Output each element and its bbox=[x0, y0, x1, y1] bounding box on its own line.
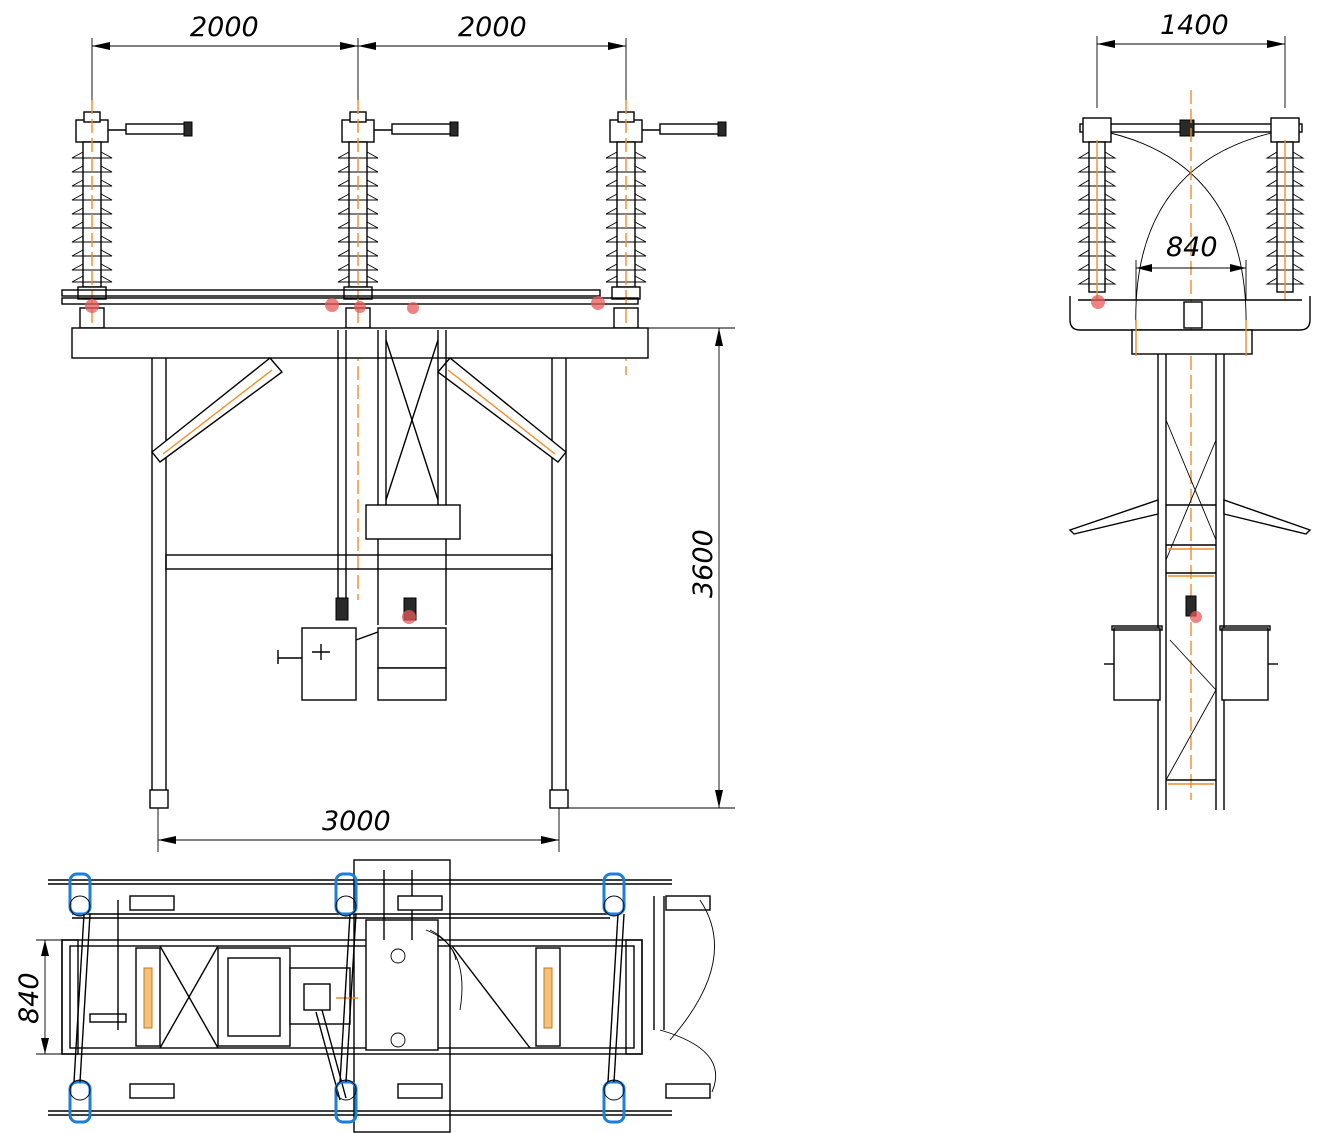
plan-frame bbox=[61, 939, 643, 1055]
side-wing-left bbox=[1068, 499, 1159, 535]
side-view: 1400 bbox=[1068, 10, 1312, 810]
dim-height: 3600 bbox=[688, 529, 719, 598]
dim-span-left: 2000 bbox=[190, 12, 259, 43]
front-frame bbox=[149, 330, 569, 809]
plan-view: 840 bbox=[14, 859, 717, 1133]
side-column bbox=[1157, 354, 1225, 810]
dimension-plan-depth: 840 bbox=[14, 939, 68, 1055]
dim-side-phase: 840 bbox=[1166, 232, 1218, 263]
side-drive-boxes bbox=[1104, 595, 1278, 701]
insulator-front-middle bbox=[337, 100, 459, 600]
side-swing-arc-left bbox=[1096, 129, 1247, 331]
insulator-front-right bbox=[605, 100, 727, 375]
side-wing-right bbox=[1223, 499, 1312, 535]
dimension-front-height: 3600 bbox=[568, 327, 735, 809]
front-view: 2000 2000 bbox=[61, 12, 735, 852]
plan-insulator-left-top bbox=[68, 872, 92, 917]
front-shaft-rails bbox=[61, 289, 639, 314]
plan-insulator-right-top bbox=[602, 872, 626, 917]
front-drive-boxes bbox=[277, 597, 447, 701]
side-base-frame bbox=[1069, 295, 1311, 356]
dimension-side-width: 1400 bbox=[1096, 10, 1286, 108]
side-swing-arc-right bbox=[1135, 129, 1286, 331]
plan-insulator-mid-top bbox=[334, 872, 358, 917]
plan-shafts bbox=[48, 879, 672, 1116]
dimension-front-base: 3000 bbox=[157, 806, 560, 852]
dim-base: 3000 bbox=[322, 806, 391, 837]
insulator-side-left bbox=[1077, 117, 1117, 300]
plan-connecting-rods bbox=[73, 896, 665, 1083]
insulator-side-right bbox=[1265, 117, 1305, 300]
dim-side-width: 1400 bbox=[1160, 10, 1229, 41]
front-top-beam bbox=[71, 327, 649, 359]
plan-contacts bbox=[129, 895, 717, 1099]
dimension-front-span: 2000 2000 bbox=[91, 12, 627, 105]
plan-drive-housing bbox=[289, 859, 463, 1133]
dim-span-right: 2000 bbox=[458, 12, 527, 43]
dim-plan-depth: 840 bbox=[14, 972, 45, 1024]
dimension-side-phase: 840 bbox=[1135, 232, 1247, 300]
insulator-front-left bbox=[71, 100, 193, 335]
